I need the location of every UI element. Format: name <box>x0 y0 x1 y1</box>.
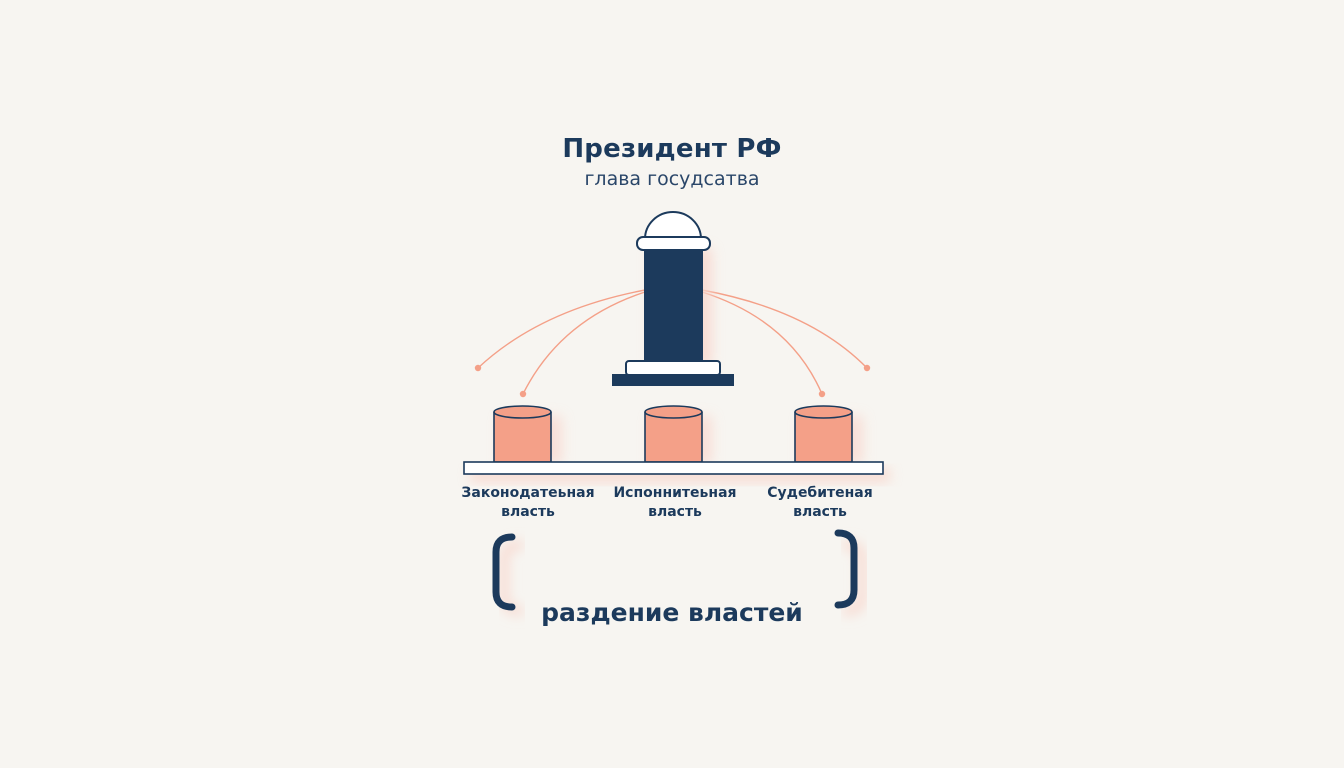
branch-label-executive: Испоннитеьная власть <box>590 484 760 522</box>
platform <box>463 461 884 475</box>
pillar-legislative <box>493 405 562 464</box>
column-capital <box>636 236 711 251</box>
column-shaft <box>644 251 703 361</box>
connection-lines <box>477 289 868 395</box>
column-base <box>612 374 734 386</box>
branch-label-judicial: Судебитеная власть <box>735 484 905 522</box>
connection-arc-right-outer <box>701 289 868 369</box>
endpoint-dot <box>818 390 826 398</box>
branch-label-legislative: Законодатеьная власть <box>443 484 613 522</box>
branch-label-line2: власть <box>648 504 702 520</box>
left-bracket <box>492 533 516 611</box>
column-dome <box>643 211 703 240</box>
branch-label-line2: власть <box>501 504 555 520</box>
column-base-step <box>625 360 721 376</box>
branch-label-line1: Судебитеная <box>767 485 873 501</box>
connection-endpoints <box>474 364 871 398</box>
connection-arc-left-outer <box>477 289 646 369</box>
endpoint-dot <box>519 390 527 398</box>
diagram-title: Президент РФ <box>562 134 782 164</box>
branch-label-line1: Законодатеьная <box>461 485 595 501</box>
footer-caption: раздение властей <box>541 598 803 627</box>
connection-arc-right-inner <box>701 291 823 395</box>
branch-label-line2: власть <box>793 504 847 520</box>
brackets <box>492 529 866 615</box>
branch-pillars <box>493 405 863 464</box>
connection-arc-left-inner <box>522 291 646 395</box>
endpoint-dot <box>863 364 871 372</box>
branch-label-line1: Испоннитеьная <box>613 485 737 501</box>
diagram-subtitle: глава госудсатва <box>584 168 760 190</box>
endpoint-dot <box>474 364 482 372</box>
pillar-executive <box>644 405 712 464</box>
pillar-judicial <box>794 405 863 464</box>
president-column <box>612 211 734 386</box>
right-bracket <box>834 529 858 609</box>
